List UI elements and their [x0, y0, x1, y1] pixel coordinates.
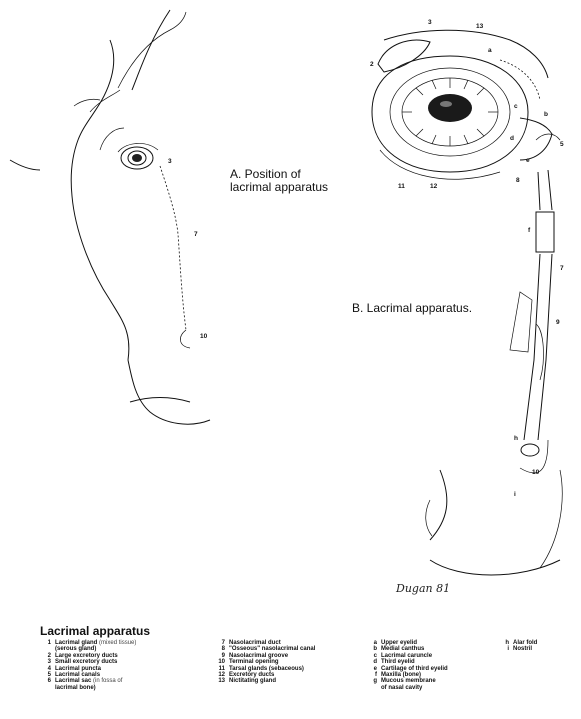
svg-text:5: 5: [560, 141, 564, 148]
svg-text:b: b: [544, 111, 548, 118]
svg-text:13: 13: [476, 23, 484, 30]
legend-text: Small excretory ducts: [55, 659, 117, 665]
svg-text:f: f: [528, 227, 531, 234]
legend-key: 13: [216, 678, 225, 684]
svg-text:10: 10: [532, 469, 540, 476]
legend-text: Nasolacrimal duct: [229, 640, 281, 646]
legend-text: Alar fold: [513, 640, 537, 646]
svg-text:11: 11: [398, 183, 405, 190]
legend-key: g: [368, 678, 377, 684]
eye-b: [372, 30, 560, 179]
legend-text: Maxilla (bone): [381, 672, 421, 678]
legend-text: Terminal opening: [229, 659, 279, 665]
legend-text: Lacrimal puncta: [55, 666, 101, 672]
caption-position-of-lacrimal-apparatus: A. Position of lacrimal apparatus: [230, 168, 330, 194]
svg-text:8: 8: [516, 177, 520, 184]
figure-a-labels: 3 7 10: [168, 158, 208, 340]
svg-text:3: 3: [168, 158, 172, 165]
legend-item-i: i Nostril: [500, 646, 570, 652]
legend-text: Lacrimal caruncle: [381, 653, 432, 659]
svg-text:7: 7: [560, 265, 564, 272]
svg-text:d: d: [510, 135, 514, 142]
nasolacrimal-duct-a: [160, 166, 186, 330]
legend-title: Lacrimal apparatus: [40, 624, 150, 638]
legend-text: Mucous membrane: [381, 678, 436, 684]
legend-text: Large excretory ducts: [55, 653, 118, 659]
legend-item-13: 13 Nictitating gland: [216, 678, 356, 684]
legend-text: Lacrimal canals: [55, 672, 100, 678]
legend-key: 1: [42, 640, 51, 646]
svg-text:i: i: [514, 491, 516, 498]
svg-text:a: a: [488, 47, 492, 54]
legend-key: i: [500, 646, 509, 652]
legend-text: Upper eyelid: [381, 640, 417, 646]
legend-text: Third eyelid: [381, 659, 415, 665]
legend-text: Nasolacrimal groove: [229, 653, 288, 659]
figure-b-labels: 2 3 13 a c b d e 5 8 11 12 f 7 9 10 h i: [370, 19, 564, 498]
legend-subtext: (in fossa of: [93, 678, 122, 684]
muzzle-b: [426, 440, 562, 575]
horse-head-drawing: [10, 10, 210, 424]
svg-text:c: c: [514, 103, 518, 110]
legend-text: Tarsal glands (sebaceous): [229, 666, 304, 672]
eye-a: [118, 143, 158, 169]
legend-text: Nostril: [513, 646, 532, 652]
legend-text: Lacrimal sac: [55, 678, 91, 684]
svg-text:3: 3: [428, 19, 432, 26]
svg-text:7: 7: [194, 231, 198, 238]
legend-key: 6: [42, 678, 51, 684]
legend-subtext: (mixed tissue): [99, 640, 136, 646]
svg-text:e: e: [526, 157, 530, 164]
legend-continuation: of nasal cavity: [368, 685, 498, 691]
svg-text:2: 2: [370, 61, 374, 68]
svg-text:h: h: [514, 435, 518, 442]
legend-text: Cartilage of third eyelid: [381, 666, 448, 672]
svg-text:9: 9: [556, 319, 560, 326]
legend-text: "Osseous" nasolacrimal canal: [229, 646, 315, 652]
legend-continuation: lacrimal bone): [42, 685, 182, 691]
legend-text: Medial canthus: [381, 646, 424, 652]
caption-lacrimal-apparatus: B. Lacrimal apparatus.: [352, 302, 532, 315]
legend-text: Lacrimal gland: [55, 640, 97, 646]
legend-text: Excretory ducts: [229, 672, 274, 678]
legend-text: Nictitating gland: [229, 678, 276, 684]
svg-text:10: 10: [200, 333, 208, 340]
artist-signature: Dugan 81: [395, 582, 450, 595]
svg-text:12: 12: [430, 183, 438, 190]
